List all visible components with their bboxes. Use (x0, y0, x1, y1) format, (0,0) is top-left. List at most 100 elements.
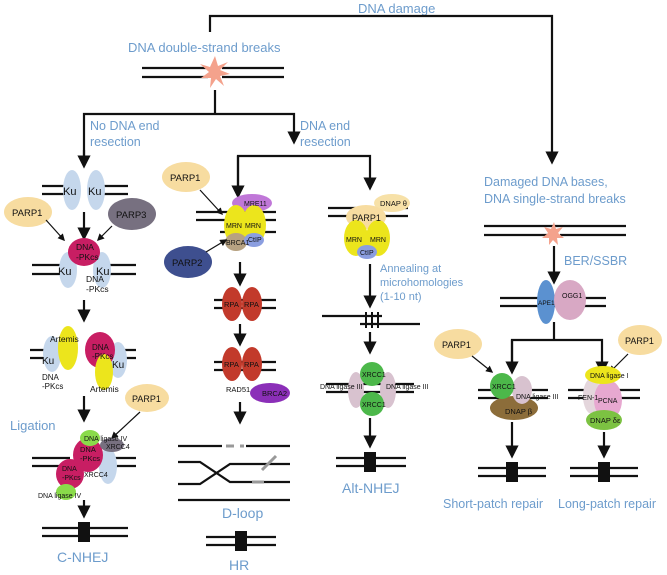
resection-split (236, 154, 377, 196)
svg-text:DNA ligase IV: DNA ligase IV (38, 493, 82, 500)
svg-text:-PKcs: -PKcs (92, 352, 113, 361)
rpa-protein (222, 287, 242, 321)
short-patch-repaired-dna (478, 462, 546, 482)
damaged-dna-label: Damaged DNA bases, (484, 175, 608, 189)
parp1-protein (618, 325, 662, 355)
svg-text:PARP1: PARP1 (625, 336, 654, 346)
svg-text:DNA ligase I: DNA ligase I (590, 373, 629, 380)
mrn-step: MRE11 MRN MRN BRCA1 CtIP (196, 194, 276, 251)
xrcc1-ligase3-step: XRCC1 XRCC1 DNA ligase III DNA ligase II… (320, 362, 428, 416)
top-line (208, 14, 559, 165)
svg-text:PARP1: PARP1 (12, 208, 42, 219)
svg-text:Ku: Ku (96, 266, 109, 278)
dsb-split (82, 112, 301, 164)
ku-binding-step: Ku Ku (42, 170, 128, 210)
artemis-step: Artemis DNA -PKcs Ku Ku DNA -PKcs Artemi… (30, 326, 136, 394)
dsb-top-dna (142, 56, 284, 88)
short-patch-label: Short-patch repair (443, 497, 543, 511)
svg-text:DNAP δε: DNAP δε (590, 416, 621, 425)
svg-text:XRCC4: XRCC4 (106, 444, 130, 451)
svg-text:Artemis: Artemis (50, 334, 79, 344)
dloop-structure (178, 444, 290, 502)
svg-text:PARP1: PARP1 (170, 173, 200, 184)
parp1-protein (434, 329, 482, 359)
ligation-step: DNA ligase IV XRCC4 DNA -PKcs XRCC4 DNA … (32, 430, 136, 500)
ape1-protein (537, 280, 555, 324)
altnhej-label: Alt-NHEJ (342, 480, 400, 496)
parp1-protein (162, 162, 210, 192)
svg-text:Ku: Ku (112, 360, 124, 371)
svg-text:DNA ligase IV: DNA ligase IV (84, 436, 128, 443)
svg-text:-PKcs: -PKcs (76, 252, 99, 262)
hr-label: HR (229, 557, 249, 573)
svg-text:XRCC4: XRCC4 (84, 472, 108, 479)
ber-split (510, 338, 609, 375)
dnap-theta-protein (374, 194, 410, 212)
dloop-label: D-loop (222, 505, 263, 521)
ssb-dna (484, 222, 626, 245)
svg-text:DNAP θ: DNAP θ (380, 199, 407, 208)
parp1-protein (125, 384, 169, 412)
no-resection-label: No DNA end (90, 119, 160, 133)
damage-star-icon (200, 56, 230, 88)
dna-damage-label: DNA damage (358, 1, 435, 16)
rpa-protein (242, 287, 262, 321)
rpa-step: RPA RPA (214, 287, 276, 321)
short-patch-step: XRCC1 DNA ligase III DNAP β (478, 373, 558, 420)
svg-text:FEN-1: FEN-1 (578, 395, 598, 402)
annealed-dna (322, 312, 420, 328)
ape1-ogg1-step: APE1 OGG1 (500, 280, 606, 324)
artemis-protein (58, 326, 78, 370)
svg-text:OGG1: OGG1 (562, 293, 582, 300)
annealing-label-2: microhomologies (380, 277, 464, 289)
parp2-protein (164, 246, 212, 278)
svg-text:DNA: DNA (86, 274, 104, 284)
svg-text:DNA: DNA (42, 373, 60, 382)
svg-text:-PKcs: -PKcs (62, 475, 81, 482)
svg-text:DNA: DNA (92, 343, 110, 352)
dnap-delta-protein (586, 410, 622, 430)
dsb-label: DNA double-strand breaks (128, 40, 281, 55)
svg-text:Artemis: Artemis (90, 384, 119, 394)
svg-text:PARP1: PARP1 (352, 213, 381, 223)
svg-text:DNA ligase III: DNA ligase III (320, 384, 362, 391)
svg-text:MRN: MRN (370, 237, 386, 244)
svg-text:XRCC1: XRCC1 (362, 402, 386, 409)
svg-text:DNA ligase III: DNA ligase III (516, 394, 558, 401)
dnapk-step: DNA -PKcs Ku Ku DNA -PKcs (32, 238, 136, 294)
svg-text:DNAP β: DNAP β (505, 407, 533, 416)
svg-text:DNA: DNA (76, 242, 94, 252)
ogg1-protein (554, 280, 586, 320)
svg-text:BRCA1: BRCA1 (226, 240, 249, 247)
svg-text:PARP2: PARP2 (172, 258, 202, 269)
ku-protein (63, 170, 81, 210)
xrcc1-protein (490, 373, 514, 399)
repaired-dna (42, 522, 128, 542)
cnhej-label: C-NHEJ (57, 549, 108, 565)
parp1-protein (4, 197, 52, 227)
damage-star-icon (542, 222, 564, 245)
svg-text:PARP3: PARP3 (116, 210, 146, 221)
svg-text:XRCC1: XRCC1 (492, 384, 516, 391)
svg-text:PARP1: PARP1 (132, 394, 161, 404)
svg-text:RPA: RPA (224, 360, 239, 369)
svg-text:PCNA: PCNA (598, 398, 618, 405)
svg-text:BRCA2: BRCA2 (262, 389, 287, 398)
svg-text:Ku: Ku (58, 266, 71, 278)
resection-label: DNA end (300, 119, 350, 133)
svg-text:MRN: MRN (226, 223, 242, 230)
annealing-label: Annealing at (380, 263, 441, 275)
brca2-protein (250, 383, 290, 403)
svg-text:RAD51: RAD51 (226, 385, 250, 394)
xrcc1-protein (360, 392, 384, 416)
parp3-protein (108, 198, 156, 230)
svg-text:CtIP: CtIP (248, 237, 262, 244)
svg-text:RPA: RPA (244, 360, 259, 369)
svg-text:DNA ligase III: DNA ligase III (386, 384, 428, 391)
svg-text:-PKcs: -PKcs (80, 454, 100, 463)
no-resection-label-2: resection (90, 135, 141, 149)
svg-text:MRN: MRN (346, 237, 362, 244)
svg-text:RPA: RPA (224, 300, 239, 309)
hr-repaired-dna (206, 531, 276, 551)
